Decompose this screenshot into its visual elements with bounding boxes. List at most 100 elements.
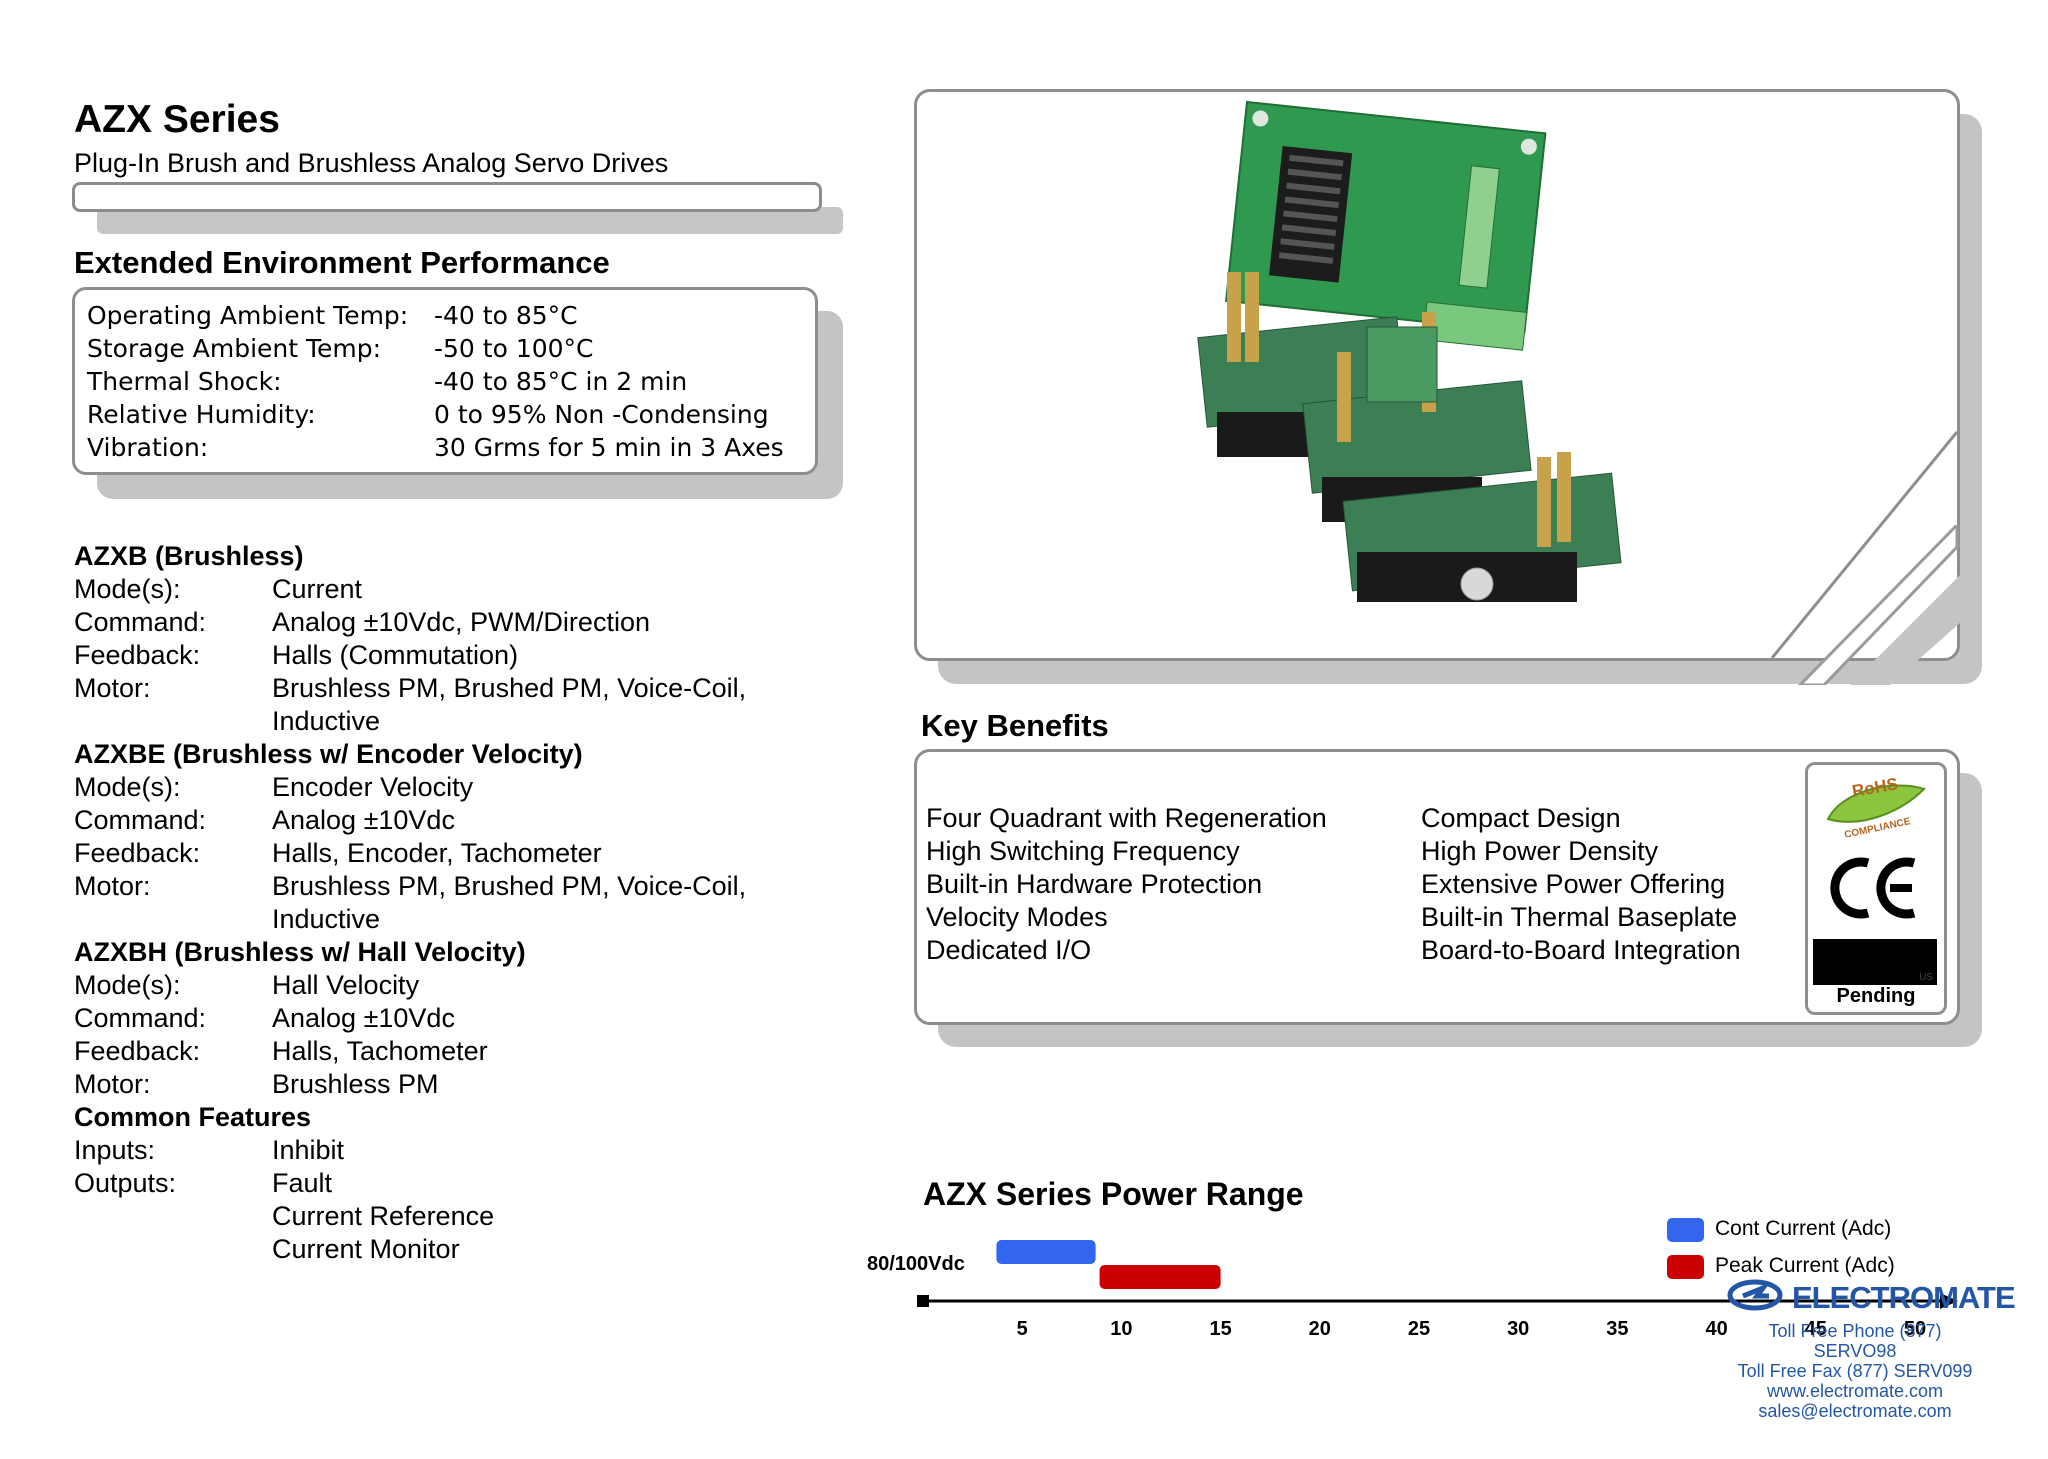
legend-peak: Peak Current (Adc): [1715, 1254, 1895, 1277]
spec-value: Analog ±10Vdc: [272, 805, 455, 835]
ul-us-label: US: [1919, 972, 1933, 983]
range-bar-peak: [1099, 1265, 1221, 1289]
benefit-item: Board-to-Board Integration: [1421, 935, 1741, 965]
x-tick-label: 35: [1606, 1318, 1628, 1340]
environment-box: Operating Ambient Temp: -40 to 85°C Stor…: [72, 287, 818, 475]
x-tick-label: 20: [1309, 1318, 1331, 1340]
spec-value: Inductive: [272, 706, 381, 736]
chart-category-label: 80/100Vdc: [867, 1253, 965, 1275]
env-value: 30 Grms for 5 min in 3 Axes: [434, 433, 784, 462]
spec-value: Analog ±10Vdc, PWM/Direction: [272, 607, 650, 637]
spec-value: Halls, Tachometer: [272, 1036, 488, 1066]
azxbh-heading: AZXBH (Brushless w/ Hall Velocity): [74, 937, 526, 967]
spec-label: Motor:: [74, 871, 151, 901]
page-subtitle: Plug-In Brush and Brushless Analog Servo…: [74, 148, 669, 178]
legend-cont-swatch: [1667, 1218, 1704, 1242]
brand-name: ELECTROMATE: [1792, 1280, 2016, 1315]
spec-label: Command:: [74, 607, 207, 637]
x-tick-label: 45: [1805, 1318, 1827, 1340]
rohs-badge-icon: RoHS COMPLIANCE: [1826, 774, 1926, 837]
x-tick-label: 30: [1507, 1318, 1529, 1340]
footer-fax: Toll Free Fax (877) SERV099: [1737, 1361, 1973, 1381]
azxbe-heading: AZXBE (Brushless w/ Encoder Velocity): [74, 739, 583, 769]
spec-label: Command:: [74, 805, 207, 835]
benefit-item: Built-in Hardware Protection: [926, 869, 1263, 899]
spec-value: Encoder Velocity: [272, 772, 474, 802]
x-tick-label: 10: [1110, 1318, 1132, 1340]
env-row: Storage Ambient Temp: -50 to 100°C: [87, 334, 594, 363]
spec-label: Outputs:: [74, 1168, 177, 1198]
azxb-heading: AZXB (Brushless): [74, 541, 304, 571]
spec-label: Feedback:: [74, 640, 201, 670]
env-value: -50 to 100°C: [434, 334, 594, 363]
legend-peak-swatch: [1667, 1255, 1704, 1279]
benefit-item: Built-in Thermal Baseplate: [1421, 902, 1738, 932]
environment-heading: Extended Environment Performance: [74, 245, 610, 280]
x-tick-label: 25: [1408, 1318, 1430, 1340]
benefit-item: Four Quadrant with Regeneration: [926, 803, 1327, 833]
env-row: Vibration: 30 Grms for 5 min in 3 Axes: [87, 433, 784, 462]
spec-value: Brushless PM: [272, 1069, 439, 1099]
spec-label: Motor:: [74, 1069, 151, 1099]
env-label: Operating Ambient Temp:: [87, 301, 409, 330]
env-row: Relative Humidity: 0 to 95% Non -Condens…: [87, 400, 769, 429]
x-axis-origin-marker: [917, 1295, 929, 1307]
footer-web[interactable]: www.electromate.com: [1766, 1381, 1944, 1401]
benefits-heading: Key Benefits: [921, 708, 1109, 743]
footer-email[interactable]: sales@electromate.com: [1758, 1401, 1952, 1421]
certification-badges: RoHS COMPLIANCE US Pending: [1805, 762, 1947, 1015]
spec-label: Mode(s):: [74, 574, 181, 604]
spec-value: Current Reference: [272, 1201, 495, 1231]
chart-title: AZX Series Power Range: [923, 1176, 1304, 1212]
benefit-item: Velocity Modes: [926, 902, 1108, 932]
range-bar-cont: [996, 1240, 1096, 1264]
benefit-item: High Power Density: [1421, 836, 1659, 866]
power-range-chart: 5 10 15 20 25 30 35 40 45 50: [917, 1240, 1958, 1340]
benefit-item: High Switching Frequency: [926, 836, 1240, 866]
pending-label: Pending: [1836, 985, 1916, 1007]
env-label: Thermal Shock:: [87, 367, 282, 396]
x-tick-label: 50: [1904, 1318, 1926, 1340]
legend-cont: Cont Current (Adc): [1715, 1217, 1892, 1240]
panel-corner-stripes: [1797, 525, 1980, 685]
spec-label: Mode(s):: [74, 772, 181, 802]
spec-label: Feedback:: [74, 838, 201, 868]
electromate-logo-icon: [1727, 1279, 1783, 1311]
env-value: -40 to 85°C in 2 min: [434, 367, 688, 396]
spec-label: Feedback:: [74, 1036, 201, 1066]
spec-list: AZXB (Brushless) Mode(s): Current Comman…: [74, 540, 834, 1270]
x-tick-label: 15: [1209, 1318, 1231, 1340]
spec-label: Inputs:: [74, 1135, 156, 1165]
spec-value: Brushless PM, Brushed PM, Voice-Coil,: [272, 673, 747, 703]
page-title: AZX Series: [74, 98, 280, 141]
benefits-left-list: Four Quadrant with Regeneration High Swi…: [926, 802, 1327, 967]
env-label: Vibration:: [87, 433, 209, 462]
env-value: -40 to 85°C: [434, 301, 578, 330]
header-bar: [72, 182, 822, 212]
product-image-panel: [914, 89, 1960, 661]
spec-value: Brushless PM, Brushed PM, Voice-Coil,: [272, 871, 747, 901]
ul-mark-icon: US: [1813, 939, 1937, 985]
spec-value: Inductive: [272, 904, 381, 934]
env-row: Operating Ambient Temp: -40 to 85°C: [87, 301, 578, 330]
spec-label: Command:: [74, 1003, 207, 1033]
footer-phone: Toll Free Phone (877) SERVO98: [1768, 1321, 1942, 1361]
benefits-box: [914, 749, 1960, 1025]
benefit-item: Dedicated I/O: [926, 935, 1092, 965]
x-tick-label: 40: [1705, 1318, 1727, 1340]
spec-value: Halls (Commutation): [272, 640, 519, 670]
env-label: Relative Humidity:: [87, 400, 316, 429]
x-tick-label: 5: [1017, 1318, 1028, 1340]
benefits-right-list: Compact Design High Power Density Extens…: [1421, 802, 1741, 967]
spec-value: Inhibit: [272, 1135, 345, 1165]
product-image: [1197, 100, 1957, 658]
common-heading: Common Features: [74, 1102, 312, 1132]
spec-label: Motor:: [74, 673, 151, 703]
benefit-item: Compact Design: [1421, 803, 1621, 833]
spec-value: Hall Velocity: [272, 970, 420, 1000]
x-axis-arrow: [1940, 1293, 1958, 1309]
spec-value: Analog ±10Vdc: [272, 1003, 455, 1033]
spec-value: Halls, Encoder, Tachometer: [272, 838, 602, 868]
footer-contact: Toll Free Phone (877) SERVO98 Toll Free …: [1730, 1321, 1980, 1421]
env-label: Storage Ambient Temp:: [87, 334, 382, 363]
